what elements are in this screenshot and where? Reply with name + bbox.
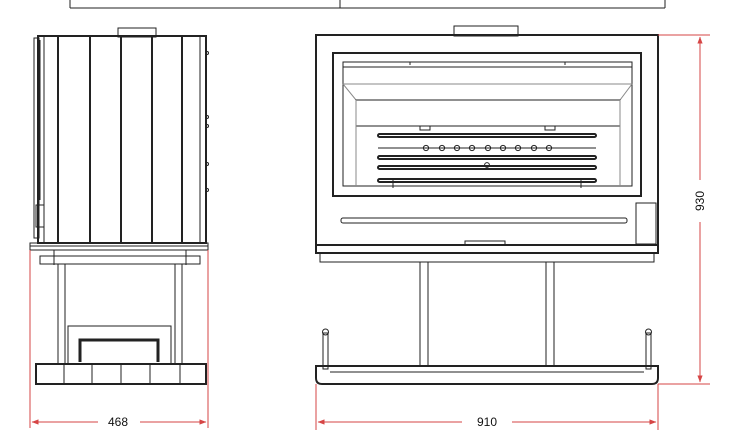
side-view: 468 [29,27,209,429]
height-dimension: 930 [658,34,710,385]
front-view: 910 930 [315,25,710,430]
depth-dimension: 468 [29,250,209,429]
grate-bars [377,133,597,188]
door-frame [332,52,642,197]
front-base-plate [315,244,659,263]
height-dimension-label: 930 [693,191,707,211]
side-body [29,35,209,251]
depth-dimension-label: 468 [108,415,128,429]
front-stand [315,261,659,385]
side-stand [35,250,207,385]
lower-trim [340,202,657,246]
width-dimension-label: 910 [477,415,497,429]
air-holes [378,144,596,168]
title-table-fragment [69,0,666,9]
width-dimension: 910 [315,384,659,430]
